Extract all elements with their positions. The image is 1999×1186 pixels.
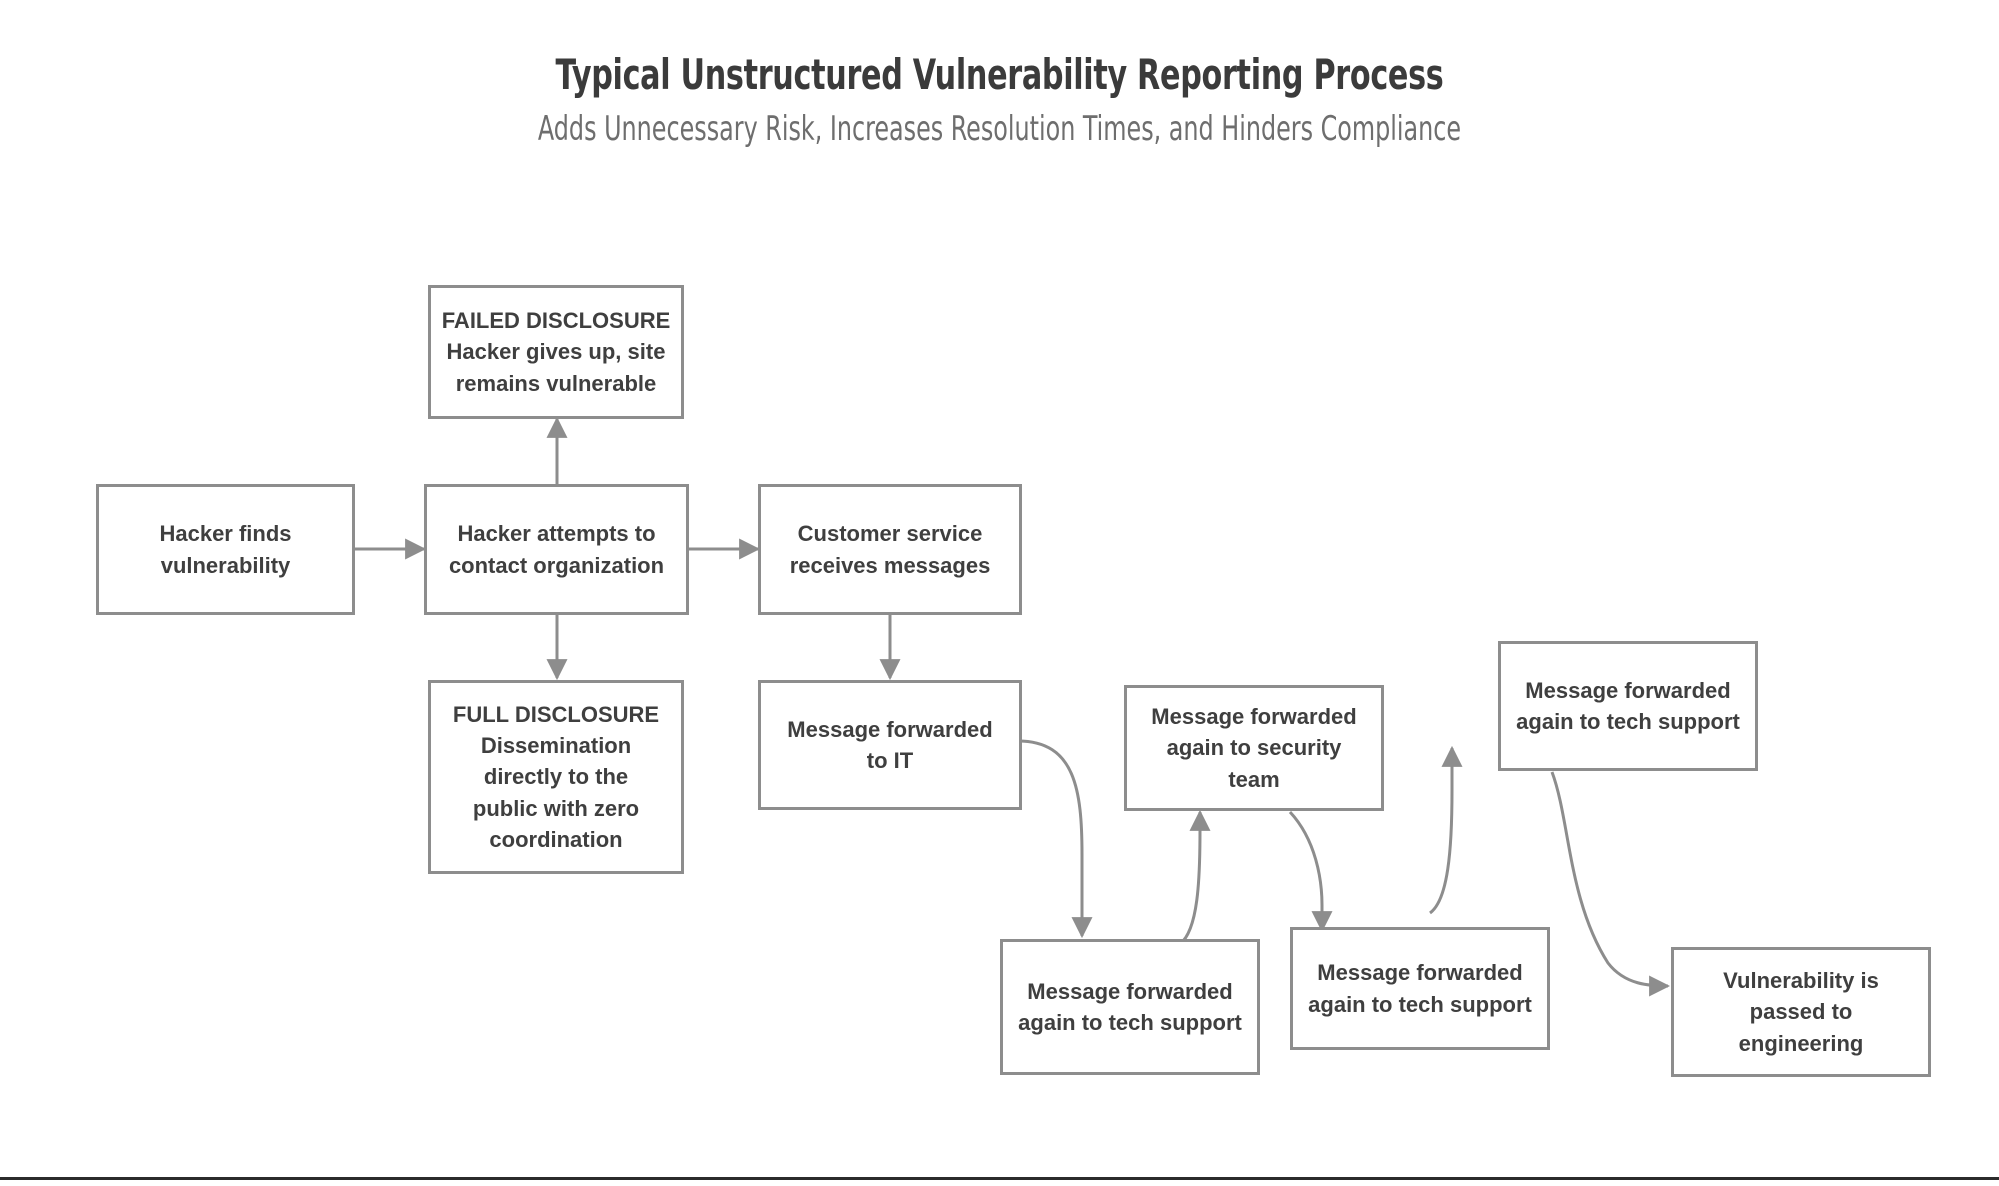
page-title: Typical Unstructured Vulnerability Repor…: [555, 50, 1444, 99]
edge-tech-support-2-to-tech-support-3: [1429, 745, 1463, 915]
edge-tech-support-1-to-security-team: [1178, 809, 1211, 946]
edge-security-team-to-tech-support-2: [1288, 810, 1333, 933]
bottom-divider: [0, 1177, 1999, 1180]
edge-it-to-tech-support-1: [1017, 739, 1093, 939]
diagram-header: Typical Unstructured Vulnerability Repor…: [0, 0, 1999, 149]
page-subtitle: Adds Unnecessary Risk, Increases Resolut…: [537, 109, 1462, 149]
edge-tech-support-3-to-engineering: [1550, 771, 1671, 997]
